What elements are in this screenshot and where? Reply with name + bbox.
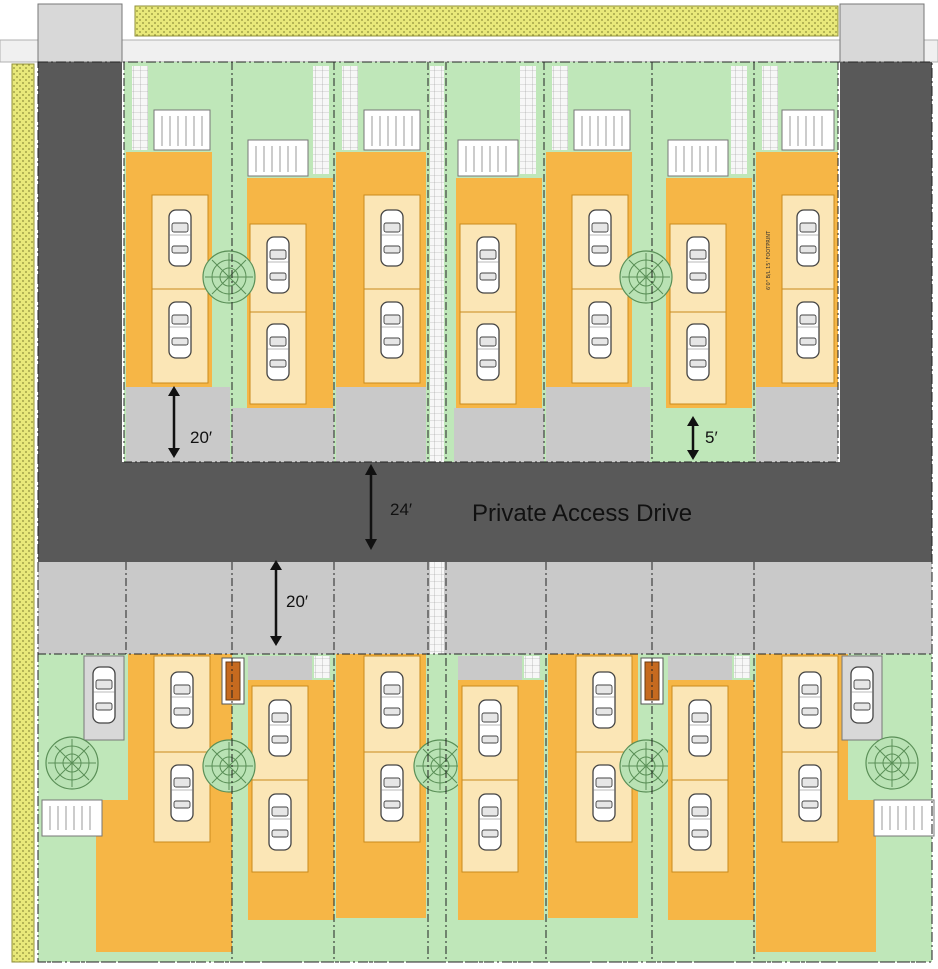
tree-icon [202, 250, 256, 304]
car-icon [170, 671, 194, 729]
lot-note: 6'0" B/L 15' FOOTPRINT [766, 230, 772, 290]
south-apron [38, 562, 932, 654]
car-icon [168, 301, 192, 359]
drive-label: Private Access Drive [472, 500, 692, 527]
car-icon [380, 301, 404, 359]
north-unit: 6'0" B/L 15' FOOTPRINT [756, 66, 838, 462]
south-unit [336, 654, 426, 918]
meter-icon [225, 661, 241, 701]
car-icon [92, 666, 116, 724]
car-icon [688, 699, 712, 757]
car-icon [478, 793, 502, 851]
left-planting-strip [11, 63, 35, 963]
setback-dimension: 5′ [687, 416, 718, 460]
north-lot-lines [123, 62, 839, 463]
car-icon [266, 323, 290, 381]
north-unit [336, 66, 426, 462]
south-apron-dimension: 20′ [270, 560, 308, 646]
north-apron-dimension: 20′ [168, 386, 212, 458]
car-icon [588, 209, 612, 267]
entry-curb-right [839, 3, 925, 63]
car-icon [688, 793, 712, 851]
entry-curb-left [37, 3, 123, 63]
site-boundary [37, 61, 933, 963]
car-icon [478, 699, 502, 757]
car-icon [380, 764, 404, 822]
car-icon [850, 666, 874, 724]
dimensions: 20′ 5′ 24′ 20′ Private Access Drive [168, 386, 718, 646]
tree-icon [619, 250, 673, 304]
south-apron-dim-label: 20′ [286, 592, 308, 611]
drive-width-dimension: 24′ [365, 464, 412, 550]
car-icon [798, 764, 822, 822]
car-icon [476, 236, 500, 294]
car-icon [170, 764, 194, 822]
north-unit [546, 66, 650, 462]
car-icon [796, 209, 820, 267]
north-unit [454, 66, 544, 462]
car-icon [592, 671, 616, 729]
car-icon [588, 301, 612, 359]
north-row: 6'0" B/L 15' FOOTPRINT [123, 62, 839, 463]
setback-dim-label: 5′ [705, 428, 718, 447]
car-icon [592, 764, 616, 822]
top-sidewalk [0, 39, 938, 63]
tree-icon [619, 739, 673, 793]
tree-icon [202, 739, 256, 793]
private-access-drive [38, 62, 932, 562]
south-unit [202, 656, 334, 920]
car-icon [380, 209, 404, 267]
north-unit [232, 66, 334, 462]
fence-icon [873, 799, 935, 837]
car-icon [796, 301, 820, 359]
north-apron-dim-label: 20′ [190, 428, 212, 447]
south-unit [668, 656, 754, 920]
top-planting-strip [134, 5, 839, 37]
south-unit [548, 654, 673, 918]
tree-icon [865, 736, 919, 790]
south-unit [458, 656, 544, 920]
car-icon [686, 323, 710, 381]
car-icon [380, 671, 404, 729]
drive-width-dim-label: 24′ [390, 500, 412, 519]
central-walk-north [430, 66, 444, 462]
car-icon [268, 793, 292, 851]
car-icon [476, 323, 500, 381]
car-icon [686, 236, 710, 294]
south-unit [756, 654, 935, 952]
car-icon [266, 236, 290, 294]
north-unit [126, 66, 230, 462]
tree-icon [45, 736, 99, 790]
car-icon [168, 209, 192, 267]
car-icon [268, 699, 292, 757]
car-icon [798, 671, 822, 729]
central-walk-south [430, 562, 444, 654]
north-unit [654, 66, 754, 462]
fence-icon [41, 799, 103, 837]
